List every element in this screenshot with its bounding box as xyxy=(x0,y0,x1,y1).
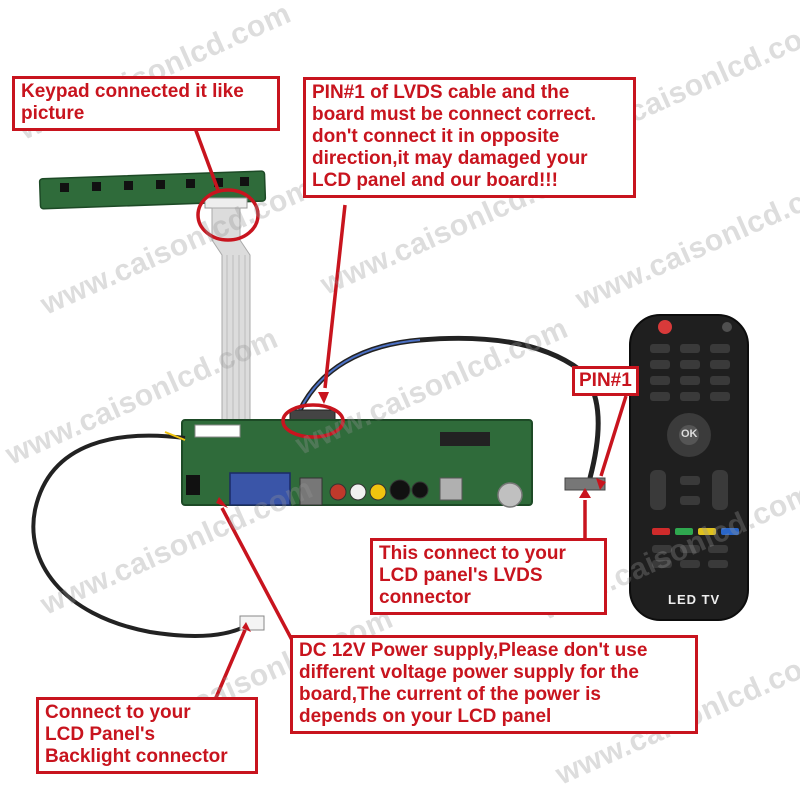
keypad-pointer xyxy=(193,127,220,191)
pin1-label: PIN#1 xyxy=(572,366,639,396)
keypad-connector-circle xyxy=(196,188,260,242)
backlight-pointer xyxy=(213,629,247,701)
lvds-socket-circle xyxy=(281,403,345,439)
keypad-callout: Keypad connected it like picture xyxy=(12,76,280,131)
backlight-callout: Connect to your LCD Panel's Backlight co… xyxy=(36,697,258,774)
pin1-label-pointer xyxy=(599,395,628,477)
annotation-marks xyxy=(193,127,628,701)
pin1-warning-callout: PIN#1 of LVDS cable and the board must b… xyxy=(303,77,636,198)
remote-control xyxy=(629,314,749,621)
lvds-connector-callout: This connect to your LCD panel's LVDS co… xyxy=(370,538,607,615)
keypad-board xyxy=(38,170,267,210)
main-board xyxy=(181,419,533,508)
power-pointer xyxy=(220,507,294,641)
pin1-warning-pointer xyxy=(323,204,347,389)
arrow-heads xyxy=(216,392,606,632)
power-supply-callout: DC 12V Power supply,Please don't use dif… xyxy=(290,635,698,734)
remote-ok-label: OK xyxy=(681,428,698,440)
remote-brand-label: LED TV xyxy=(668,592,721,607)
